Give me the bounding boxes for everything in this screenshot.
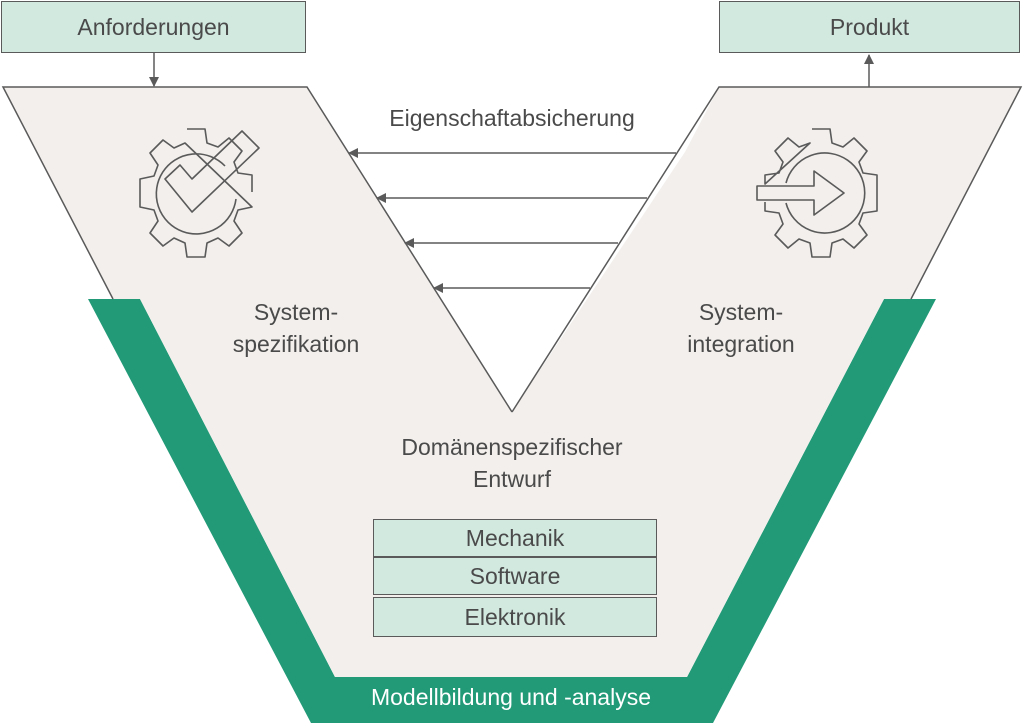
- gear-check-icon: [139, 128, 260, 258]
- left-phase-label: System- spezifikation: [196, 296, 396, 360]
- left-phase-line1: System-: [253, 299, 339, 325]
- left-v-outline: [1, 86, 513, 413]
- left-phase-line2: spezifikation: [232, 331, 360, 357]
- requirements-box: Anforderungen: [1, 1, 306, 53]
- modelling-analysis-label: Modellbildung und -analyse: [370, 683, 652, 710]
- verification-label: Eigenschaftabsicherung: [389, 105, 635, 131]
- domain-software: Software: [373, 557, 657, 595]
- right-phase-label: System- integration: [641, 296, 841, 360]
- domain-mechanik: Mechanik: [373, 519, 657, 557]
- right-phase-line1: System-: [698, 299, 784, 325]
- product-box: Produkt: [719, 1, 1020, 53]
- domain-design-label: Domänenspezifischer Entwurf: [362, 431, 662, 495]
- left-v-panel: [3, 87, 1021, 677]
- modelling-band: [88, 299, 936, 723]
- right-v-outline: [511, 86, 1023, 413]
- domain-design-line2: Entwurf: [473, 466, 551, 492]
- gear-arrow-icon: [756, 128, 878, 258]
- domain-elektronik: Elektronik: [373, 597, 657, 637]
- domain-design-line1: Domänenspezifischer: [401, 434, 623, 460]
- right-phase-line2: integration: [687, 331, 795, 357]
